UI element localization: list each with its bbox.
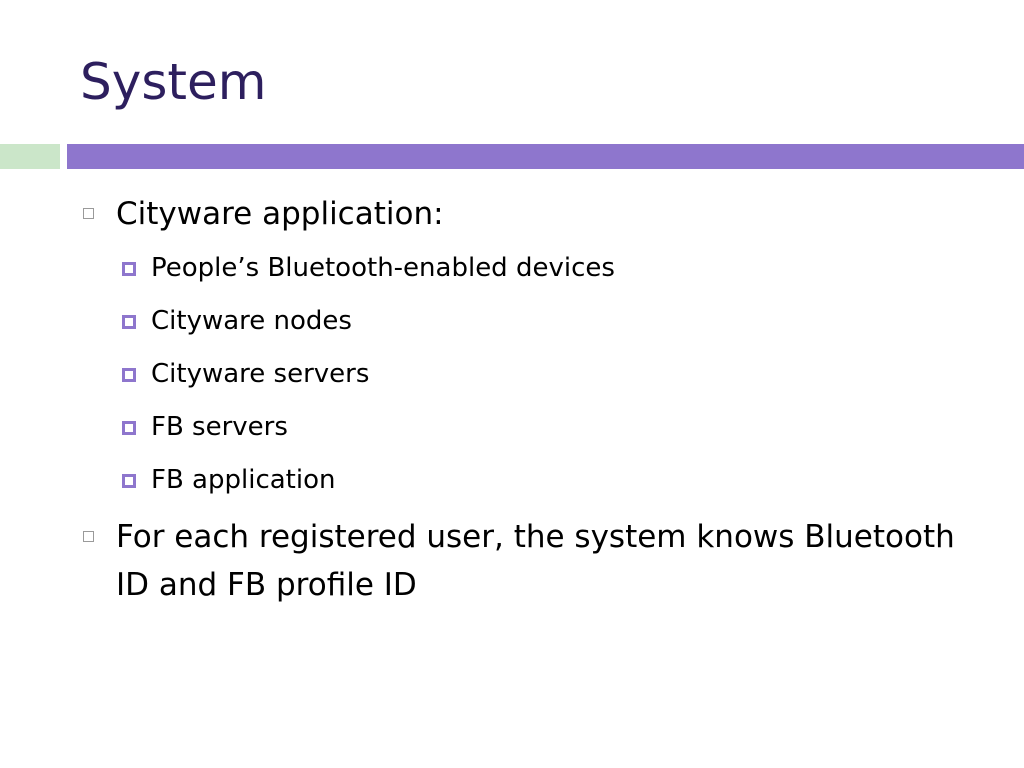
sub-bullet-list: People’s Bluetooth-enabled devices Cityw… [120, 242, 990, 507]
slide-title: System [80, 53, 267, 111]
square-bullet-icon [122, 262, 136, 276]
bullet-text: Cityware application: [116, 196, 444, 232]
sub-bullet-text: Cityware servers [151, 359, 370, 389]
square-bullet-icon [122, 315, 136, 329]
square-bullet-icon [122, 368, 136, 382]
sub-bullet-item: FB servers [120, 401, 990, 454]
sub-bullet-item: People’s Bluetooth-enabled devices [120, 242, 990, 295]
sub-bullet-item: Cityware servers [120, 348, 990, 401]
title-accent-bar [67, 144, 1024, 169]
hollow-square-bullet-icon [83, 531, 94, 542]
bullet-text: For each registered user, the system kno… [116, 519, 955, 603]
sub-bullet-text: FB servers [151, 412, 288, 442]
square-bullet-icon [122, 474, 136, 488]
sub-bullet-text: Cityware nodes [151, 306, 352, 336]
bullet-cityware-application: Cityware application: [80, 190, 990, 238]
sub-bullet-text: FB application [151, 465, 336, 495]
bullet-registered-user: For each registered user, the system kno… [80, 513, 990, 609]
sub-bullet-item: Cityware nodes [120, 295, 990, 348]
hollow-square-bullet-icon [83, 208, 94, 219]
slide-body: Cityware application: People’s Bluetooth… [80, 190, 990, 613]
sub-bullet-item: FB application [120, 454, 990, 507]
sub-bullet-text: People’s Bluetooth-enabled devices [151, 253, 615, 283]
left-accent-bar [0, 144, 60, 169]
square-bullet-icon [122, 421, 136, 435]
